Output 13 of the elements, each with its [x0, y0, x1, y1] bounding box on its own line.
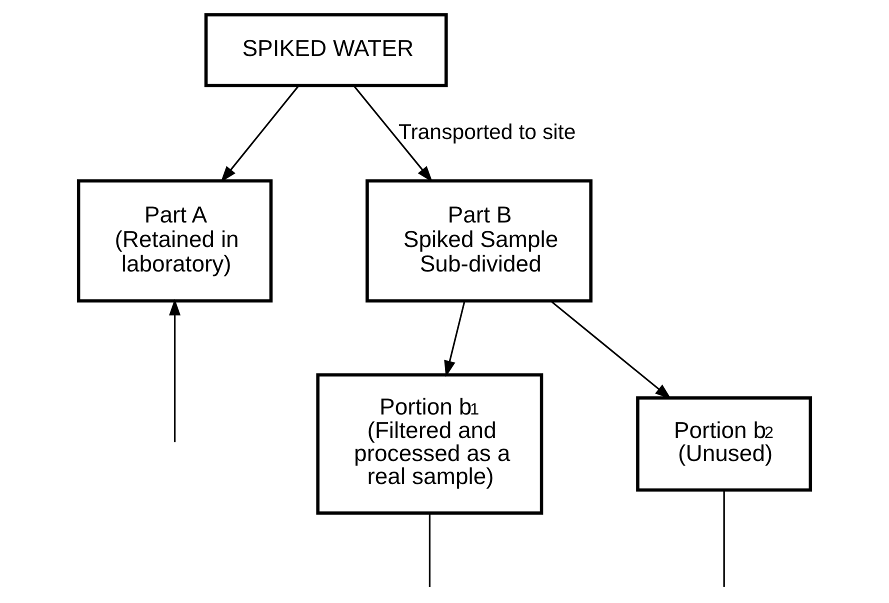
node-box: SPIKED WATER: [204, 13, 448, 88]
arrow: [169, 298, 181, 442]
node-box: Part A (Retained in laboratory): [76, 179, 273, 303]
arrow: [444, 301, 466, 378]
arrow: [220, 85, 300, 182]
arrow: [353, 85, 433, 182]
connector: [723, 490, 725, 587]
edge-label: Transported to site: [398, 120, 576, 144]
node-box: Portion b2 (Unused): [636, 396, 812, 492]
connector: [428, 513, 431, 587]
arrow: [550, 300, 672, 400]
node-box: Portion b1 (Filtered and processed as a real sample): [316, 373, 544, 515]
node-box: Part B Spiked Sample Sub-divided: [366, 179, 593, 303]
